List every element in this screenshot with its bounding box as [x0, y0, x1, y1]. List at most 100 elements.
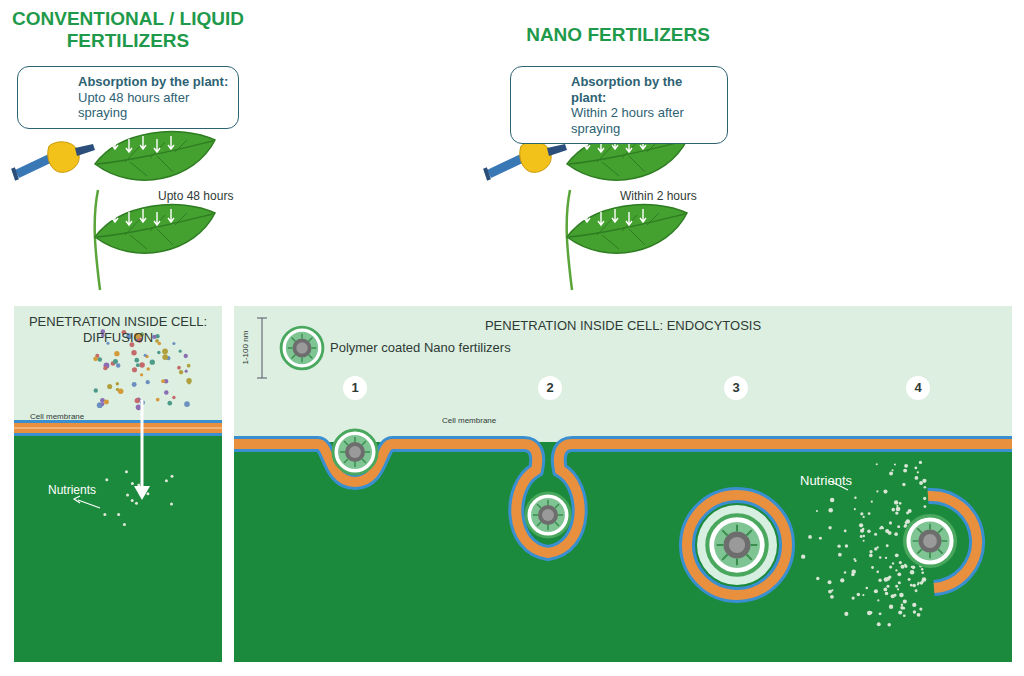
nutrient-dot [123, 523, 126, 526]
nutrient-dot [895, 553, 899, 557]
nutrient-dot [828, 526, 831, 529]
step-number: 1 [351, 381, 358, 396]
nutrient-dot [103, 513, 106, 516]
nutrient-dot [854, 497, 857, 500]
nutrient-dot [136, 363, 140, 367]
nutrient-dot [184, 401, 190, 407]
nutrient-dot [904, 524, 907, 527]
spray-arrow [168, 209, 174, 222]
nutrient-dot [126, 494, 129, 497]
panel-title: PENETRATION INSIDE CELL: ENDOCYTOSIS [323, 318, 923, 334]
box-text: Upto 48 hours after spraying [78, 90, 230, 121]
nutrient-dot [132, 367, 137, 372]
nutrient-dot [830, 498, 834, 502]
nutrient-dot [177, 366, 181, 370]
nutrient-dot [828, 580, 832, 584]
nutrient-dot [901, 565, 905, 569]
nutrient-dot [172, 342, 175, 345]
nutrient-dot [876, 571, 879, 574]
nutrient-dot [894, 500, 898, 504]
nutrient-dot [125, 470, 128, 473]
nutrient-dot [879, 556, 882, 559]
nutrient-dot [887, 623, 891, 627]
nutrient-dot [897, 588, 899, 590]
membrane-label: Cell membrane [442, 416, 496, 425]
absorption-box: Absorption by the plant:Upto 48 hours af… [17, 66, 239, 129]
spray-arrow [168, 136, 174, 149]
nutrient-dot [869, 554, 872, 557]
nutrient-dot [902, 483, 905, 486]
nutrient-dot [844, 571, 846, 573]
spray-arrow [626, 212, 632, 225]
box-text: Within 2 hours after spraying [571, 105, 719, 136]
nutrient-dot [131, 499, 134, 502]
nutrient-dot [885, 592, 889, 596]
nutrient-dot [869, 553, 872, 556]
nutrient-dot [863, 535, 865, 537]
nutrient-dot [897, 526, 899, 528]
absorption-box: Absorption by the plant:Within 2 hours a… [510, 66, 728, 144]
nutrient-dot [867, 611, 872, 616]
nutrient-dot [880, 526, 883, 529]
nutrient-dot [871, 501, 873, 503]
nutrient-dot [170, 503, 173, 506]
nutrient-dot [854, 508, 856, 510]
nutrient-dot [164, 390, 169, 395]
nutrient-dot [896, 507, 901, 512]
nutrient-dot [892, 562, 894, 564]
nutrient-dot [816, 577, 819, 580]
nutrient-dot [101, 402, 105, 406]
nutrient-dot [857, 593, 860, 596]
nutrient-dot [904, 564, 907, 567]
nutrient-dot [887, 531, 889, 533]
nutrient-dots [93, 329, 192, 526]
nutrient-dot [117, 513, 120, 516]
nutrient-dot [908, 578, 911, 581]
nutrient-dot [845, 544, 848, 547]
nutrient-dot [158, 342, 162, 346]
time-label: Within 2 hours [620, 190, 697, 204]
nutrient-dot [895, 569, 897, 571]
nutrient-dot [892, 469, 894, 471]
particle-label: Polymer coated Nano fertilizers [330, 341, 511, 356]
nutrient-dot [819, 537, 822, 540]
nutrient-dot [862, 528, 864, 530]
nutrient-dot [874, 589, 878, 593]
spray-arrow [598, 212, 604, 225]
spray-arrow [112, 136, 118, 149]
nutrient-dot [906, 519, 911, 524]
nutrient-dot [104, 399, 109, 404]
nutrient-dot [895, 585, 898, 588]
nutrient-dot [150, 360, 155, 365]
nutrient-dot [910, 570, 915, 575]
step-number: 2 [546, 381, 553, 396]
scale-label: 1-100 nm [241, 331, 250, 365]
nutrient-dot [165, 479, 168, 482]
nutrient-dot [146, 492, 149, 495]
nutrient-dot [886, 585, 889, 588]
nutrient-dot [874, 590, 876, 592]
nutrient-dot [899, 502, 902, 505]
nutrient-dot [844, 530, 847, 533]
nutrient-dot [894, 532, 898, 536]
step-number: 3 [732, 381, 739, 396]
nutrient-dot [921, 568, 923, 570]
nutrient-dot [876, 463, 878, 465]
nutrient-dot [134, 358, 139, 363]
nutrient-dot [114, 351, 119, 356]
nutrient-dot [184, 354, 188, 358]
nutrient-dot [863, 540, 865, 542]
nutrient-dot [910, 584, 913, 587]
nutrient-dot [919, 481, 923, 485]
nutrient-dot [899, 593, 904, 598]
spray-arrow [126, 212, 132, 225]
nutrient-dot [172, 396, 175, 399]
nutrient-dot [135, 398, 140, 403]
nutrient-dot [830, 595, 834, 599]
nutrient-dot [885, 529, 889, 533]
nutrient-dot [840, 578, 844, 582]
nutrient-dot [884, 588, 888, 592]
nutrient-dot [903, 599, 907, 603]
nutrient-dot [904, 464, 908, 468]
nutrient-dot [179, 370, 183, 374]
